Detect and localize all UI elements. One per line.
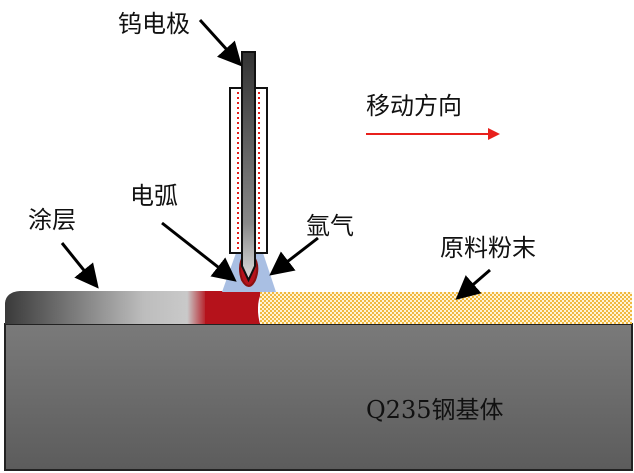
electrode-label: 钨电极 bbox=[118, 10, 190, 38]
molten-pool bbox=[205, 291, 262, 324]
arc-pointer bbox=[161, 221, 237, 282]
direction-label: 移动方向 bbox=[366, 92, 462, 120]
powder-pointer bbox=[455, 268, 491, 300]
substrate bbox=[4, 323, 633, 471]
argon-label: 氩气 bbox=[306, 212, 354, 240]
argon-pointer bbox=[269, 236, 319, 276]
coating-pointer bbox=[60, 242, 99, 289]
coating-layer bbox=[5, 291, 258, 324]
electrode-pointer bbox=[198, 18, 243, 67]
powder-layer bbox=[260, 292, 632, 324]
coating-label: 涂层 bbox=[28, 206, 76, 234]
powder-label: 原料粉末 bbox=[440, 234, 536, 262]
tungsten-electrode bbox=[241, 51, 256, 283]
substrate-label: Q235钢基体 bbox=[366, 396, 504, 424]
arc-label: 电弧 bbox=[130, 182, 178, 210]
